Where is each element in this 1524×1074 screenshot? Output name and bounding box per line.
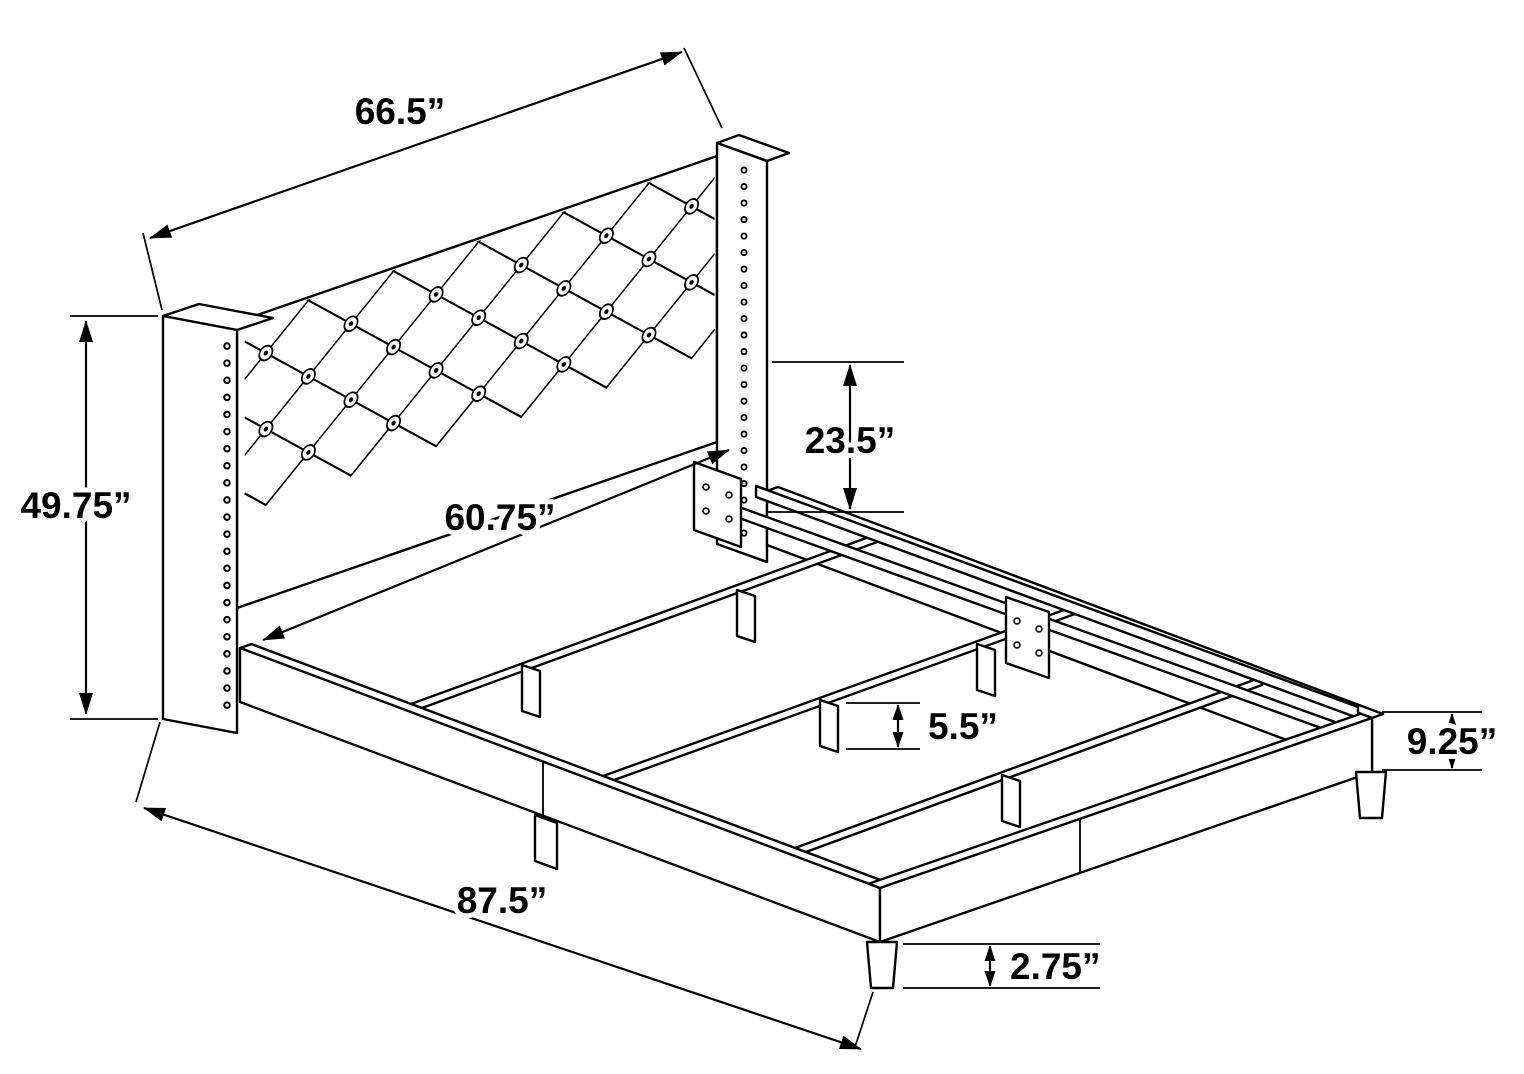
dim-label-headboard-height: 49.75” — [20, 485, 131, 526]
dim-label-inner-width: 60.75” — [444, 497, 555, 538]
dim-label-foot-height: 2.75” — [1010, 946, 1101, 987]
measured-corner-foot — [865, 940, 899, 990]
foot-rail — [867, 712, 1374, 944]
dim-label-support-leg-height: 5.5” — [928, 706, 998, 747]
dim-label-bed-length: 87.5” — [457, 880, 548, 921]
left-side-rail — [238, 642, 893, 944]
dim-label-headboard-to-rail: 23.5” — [805, 420, 896, 461]
dimension-headboard-to-rail: 23.5” — [768, 361, 904, 513]
support-legs — [520, 588, 1022, 829]
dimension-foot-height: 2.75” — [903, 941, 1106, 992]
dimension-headboard-width: 66.5” — [142, 47, 723, 311]
dimension-bed-length: 87.5” — [135, 721, 874, 1051]
dimension-support-leg-height: 5.5” — [846, 701, 1003, 752]
dim-label-headboard-width: 66.5” — [355, 91, 446, 132]
left-wing-post — [161, 302, 275, 735]
dimension-inner-width: 60.75” — [262, 448, 730, 642]
dimension-side-rail-height: 9.25” — [1382, 711, 1502, 771]
measured-support-leg — [818, 698, 840, 754]
dim-label-side-rail-height: 9.25” — [1407, 721, 1498, 762]
dimension-headboard-height: 49.75” — [15, 315, 158, 720]
